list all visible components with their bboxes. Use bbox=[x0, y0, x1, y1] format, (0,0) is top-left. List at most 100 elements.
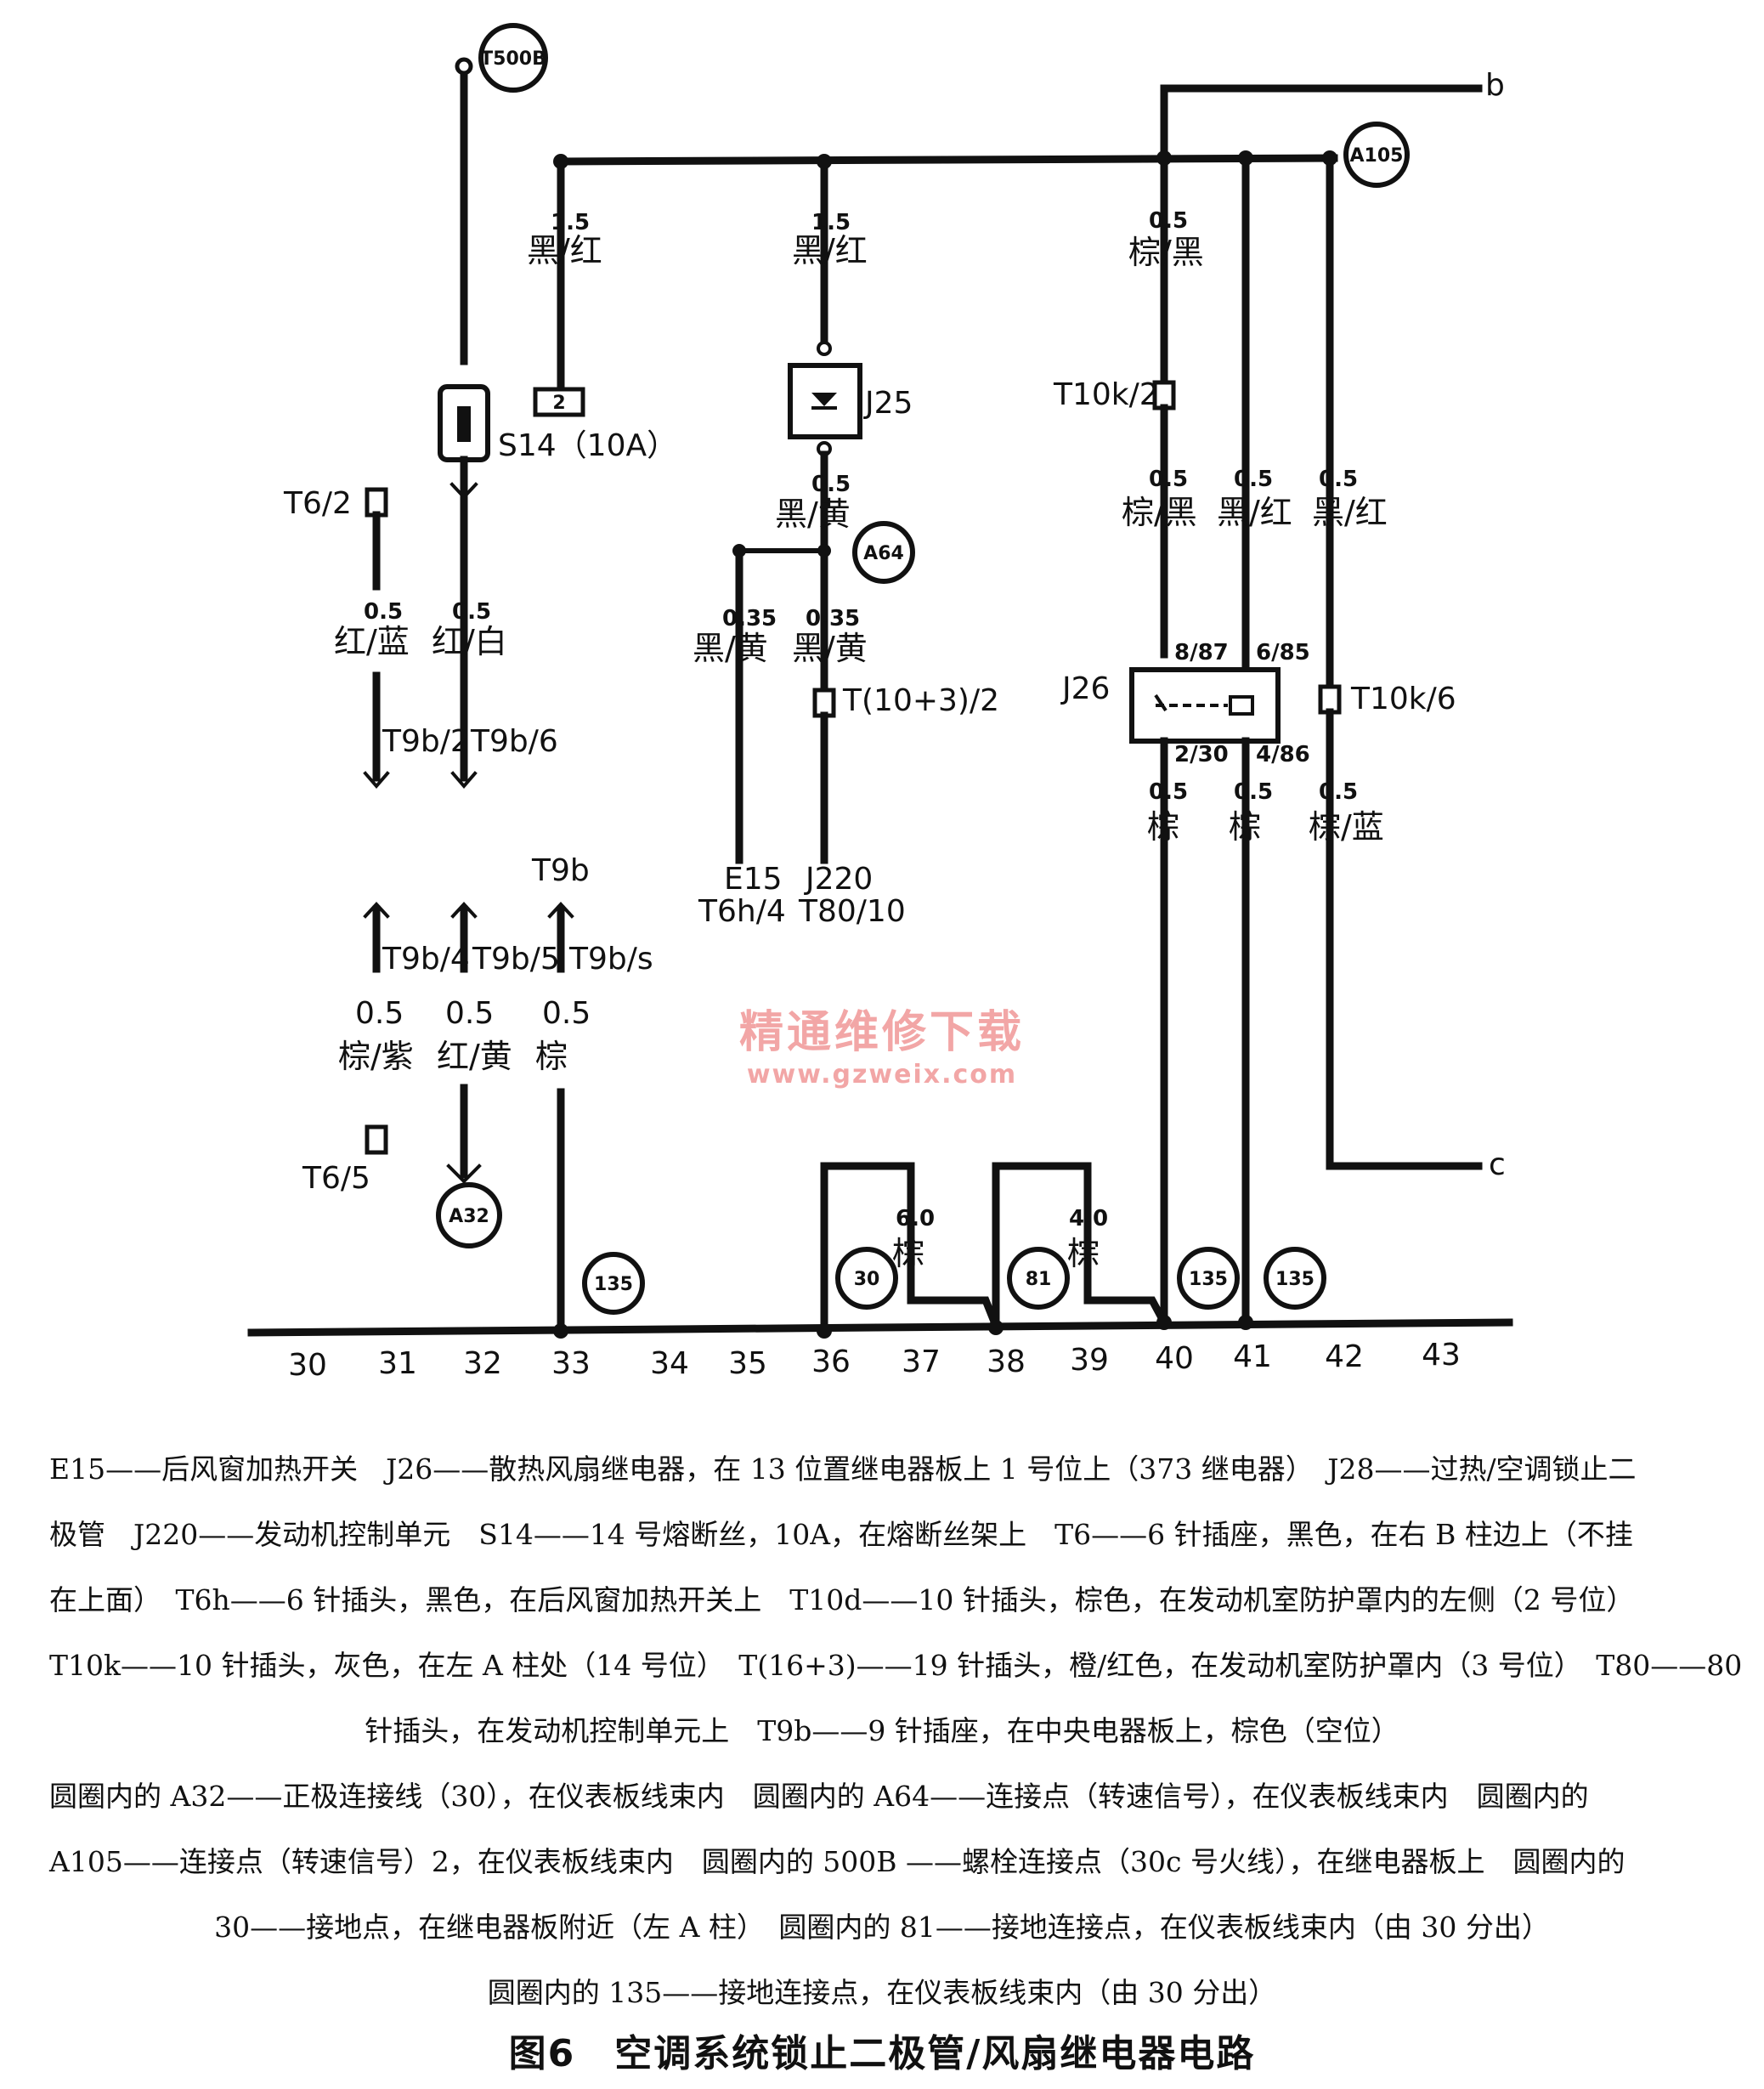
terminal-b: b bbox=[1485, 68, 1505, 103]
connector-t10-3-2: T(10+3)/2 bbox=[812, 683, 999, 864]
diode-j25: J25 bbox=[788, 341, 913, 456]
wire-gauge: 0.5 bbox=[1149, 779, 1188, 805]
connector-a105: A105 bbox=[1343, 122, 1410, 188]
diode-j25-label: J25 bbox=[863, 386, 913, 421]
wire-color: 棕 bbox=[1147, 808, 1179, 846]
wires-top bbox=[455, 57, 1483, 693]
position-number: 40 bbox=[1155, 1341, 1194, 1376]
terminal-c: c bbox=[1489, 1147, 1506, 1182]
wire-gauge: 0.35 bbox=[722, 606, 777, 631]
connector-t9b-2: T9b/2 bbox=[382, 724, 470, 759]
wire-color: 黑/红 bbox=[792, 232, 868, 269]
wire-color: 黑/黄 bbox=[693, 630, 768, 667]
wire-color: 棕/蓝 bbox=[1309, 808, 1384, 846]
wire-gauge: 0.5 bbox=[1319, 467, 1358, 492]
wire-color: 黑/黄 bbox=[775, 495, 851, 533]
fuse-s14-label: S14（10A） bbox=[498, 428, 677, 463]
wire-gauge: 0.5 bbox=[542, 996, 591, 1031]
wire-gauge: 0.5 bbox=[355, 996, 404, 1031]
wire-gauge: 0.5 bbox=[1319, 779, 1358, 805]
wire-color: 棕 bbox=[1067, 1235, 1100, 1272]
wire-color: 红/黄 bbox=[437, 1038, 512, 1075]
wire-gauge: 4.0 bbox=[1069, 1206, 1108, 1231]
connector-t6-5: T6/5 bbox=[302, 1124, 388, 1196]
wire-gauge: 0.5 bbox=[364, 599, 403, 625]
wire-color: 黑/红 bbox=[1312, 494, 1388, 531]
position-number: 30 bbox=[288, 1348, 327, 1383]
ground-135-b-label: 135 bbox=[1189, 1269, 1228, 1290]
connector-t80-10: T80/10 bbox=[798, 894, 906, 929]
relay-pin: 2/30 bbox=[1174, 742, 1229, 767]
wire-color: 棕/黑 bbox=[1122, 494, 1197, 531]
legend: E15——后风窗加热开关 J26——散热风扇继电器，在 13 位置继电器板上 1… bbox=[49, 1436, 1743, 2025]
figure-caption: 图6 空调系统锁止二极管/风扇继电器电路 bbox=[508, 2032, 1256, 2075]
wire-color: 棕/紫 bbox=[338, 1038, 414, 1075]
wire-gauge: 0.5 bbox=[1234, 779, 1273, 805]
wire-gauge: 0.5 bbox=[1149, 467, 1188, 492]
wiring-diagram: T500B A105 b 1.5 黑/红 1.5 黑/红 0.5 棕/黑 S14… bbox=[247, 23, 1513, 1383]
legend-line: T10k——10 针插头，灰色，在左 A 柱处（14 号位） T(16+3)——… bbox=[49, 1649, 1743, 1682]
position-number: 34 bbox=[650, 1346, 689, 1381]
wire-gauge: 6.0 bbox=[896, 1206, 935, 1231]
watermark-url: www.gzweix.com bbox=[746, 1060, 1018, 1090]
connector-a64-label: A64 bbox=[863, 543, 904, 564]
connector-t9b-6: T9b/6 bbox=[470, 724, 558, 759]
connector-t9b-s: T9b/s bbox=[568, 942, 653, 977]
ground-135-a-label: 135 bbox=[594, 1274, 633, 1295]
component-j220: J220 bbox=[804, 862, 873, 897]
relay-j26: J26 8/87 6/85 2/30 4/86 bbox=[1060, 640, 1310, 767]
relay-j26-label: J26 bbox=[1060, 671, 1110, 706]
wire-color: 棕 bbox=[1229, 808, 1261, 846]
legend-line: 圆圈内的 135——接地连接点，在仪表板线束内（由 30 分出） bbox=[487, 1976, 1277, 2009]
position-numbers: 30 31 32 33 34 35 36 37 38 39 40 41 42 4… bbox=[288, 1338, 1461, 1383]
s14-pin: 2 bbox=[533, 387, 585, 417]
connector-t6-2-label: T6/2 bbox=[283, 486, 352, 521]
ground-bus bbox=[247, 1318, 1513, 1337]
legend-line: 极管 J220——发动机控制单元 S14——14 号熔断丝，10A，在熔断丝架上… bbox=[49, 1518, 1633, 1551]
connector-t500b-label: T500B bbox=[480, 48, 546, 70]
wire-gauge: 0.5 bbox=[1149, 208, 1188, 234]
s14-pin-label: 2 bbox=[552, 393, 565, 414]
position-number: 35 bbox=[728, 1346, 767, 1381]
connector-t10k-2-label: T10k/2 bbox=[1053, 377, 1159, 412]
connector-a32-label: A32 bbox=[449, 1206, 489, 1227]
fuse-s14: S14（10A） bbox=[438, 384, 677, 676]
ground-30-label: 30 bbox=[854, 1269, 880, 1290]
ground-30: 30 bbox=[835, 1247, 898, 1310]
connector-t500b: T500B bbox=[478, 23, 548, 93]
connector-a64: A64 bbox=[852, 521, 915, 584]
position-number: 36 bbox=[811, 1345, 851, 1379]
ground-81: 81 bbox=[1007, 1247, 1070, 1310]
legend-line: 针插头，在发动机控制单元上 T9b——9 针插座，在中央电器板上，棕色（空位） bbox=[365, 1714, 1399, 1747]
connector-a105-label: A105 bbox=[1350, 145, 1404, 167]
ground-135-c: 135 bbox=[1264, 1247, 1326, 1310]
position-number: 41 bbox=[1233, 1339, 1272, 1374]
relay-pin: 4/86 bbox=[1256, 742, 1310, 767]
wire-color: 黑/红 bbox=[527, 232, 602, 269]
watermark: 精通维修下载 www.gzweix.com bbox=[729, 996, 1035, 1090]
ground-135-a: 135 bbox=[582, 1252, 645, 1315]
wire-gauge: 1.5 bbox=[811, 210, 851, 235]
wire-gauge: 0.5 bbox=[452, 599, 491, 625]
relay-pin: 6/85 bbox=[1256, 640, 1310, 665]
connector-t9b-4: T9b/4 bbox=[382, 942, 470, 977]
component-e15: E15 bbox=[724, 862, 783, 897]
ground-135-b: 135 bbox=[1177, 1247, 1240, 1310]
ground-135-c-label: 135 bbox=[1275, 1269, 1315, 1290]
position-number: 43 bbox=[1422, 1338, 1461, 1373]
connector-t9b-5: T9b/5 bbox=[472, 942, 560, 977]
wire-color: 黑/红 bbox=[1217, 494, 1292, 531]
position-number: 37 bbox=[902, 1345, 941, 1379]
connector-t6-2: T6/2 bbox=[283, 486, 388, 591]
connector-t6h-4: T6h/4 bbox=[698, 894, 786, 929]
wire-color: 棕 bbox=[535, 1038, 568, 1075]
wire-color: 棕/黑 bbox=[1128, 234, 1204, 271]
wire-gauge: 0.5 bbox=[1234, 467, 1273, 492]
position-number: 31 bbox=[378, 1346, 417, 1381]
wire-gauge: 0.5 bbox=[445, 996, 494, 1031]
legend-line: 圆圈内的 A32——正极连接线（30），在仪表板线束内 圆圈内的 A64——连接… bbox=[49, 1780, 1589, 1813]
position-number: 42 bbox=[1325, 1339, 1364, 1374]
position-number: 32 bbox=[463, 1346, 502, 1381]
connector-t10k-6: T10k/6 bbox=[1318, 682, 1456, 716]
watermark-title: 精通维修下载 bbox=[738, 1007, 1025, 1058]
